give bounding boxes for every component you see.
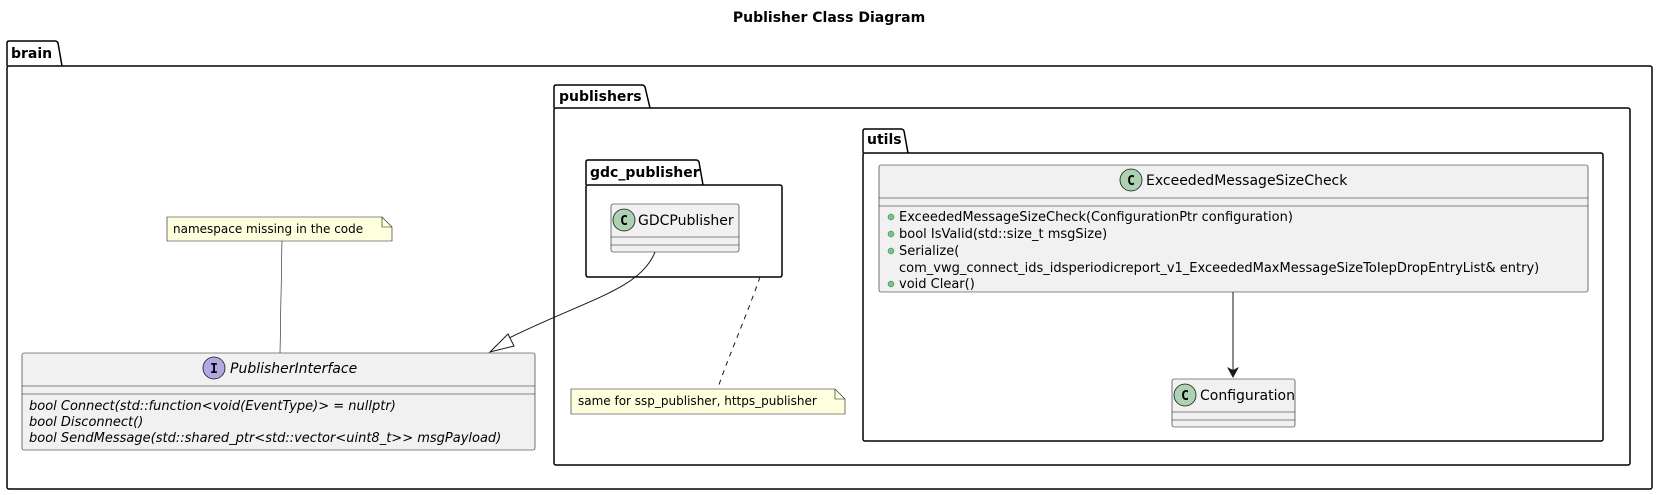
inheritance-edge	[504, 251, 656, 341]
class-stereotype-icon	[1173, 383, 1197, 407]
public-marker-icon	[887, 247, 895, 255]
interface-name: PublisherInterface	[230, 361, 357, 377]
exceeded-method: com_vwg_connect_ids_idsperiodicreport_v1…	[899, 261, 1539, 276]
note-namespace: namespace missing in the code	[166, 216, 393, 242]
class-gdc-publisher: C GDCPublisher	[610, 203, 740, 253]
exceeded-method: void Clear()	[899, 277, 975, 292]
configuration-name: Configuration	[1200, 388, 1295, 404]
public-marker-icon	[887, 230, 895, 238]
interface-method: bool Connect(std::function<void(EventTyp…	[29, 399, 396, 414]
package-brain-label: brain	[11, 46, 52, 62]
interface-method: bool Disconnect()	[29, 415, 143, 430]
dependency-arrowhead	[1227, 367, 1239, 378]
package-utils-label: utils	[867, 132, 902, 148]
package-gdc-publisher: gdc_publisher	[585, 159, 783, 278]
exceeded-method: Serialize(	[899, 244, 959, 259]
class-stereotype-letter: C	[1127, 174, 1135, 189]
interface-method: bool SendMessage(std::shared_ptr<std::ve…	[29, 431, 501, 446]
note-same-for: same for ssp_publisher, https_publisher	[570, 388, 846, 415]
gdc-publisher-name: GDCPublisher	[638, 213, 734, 229]
class-stereotype-icon	[1119, 168, 1143, 192]
class-stereotype-icon	[612, 208, 636, 232]
interface-stereotype-icon	[202, 356, 226, 380]
package-publishers: publishers	[553, 84, 1631, 466]
exceeded-method: bool IsValid(std::size_t msgSize)	[899, 227, 1107, 242]
package-utils: utils	[862, 128, 1604, 442]
exceeded-method: ExceededMessageSizeCheck(ConfigurationPt…	[899, 210, 1293, 225]
public-marker-icon	[887, 280, 895, 288]
package-gdc-publisher-label: gdc_publisher	[590, 165, 700, 181]
class-configuration: C Configuration	[1171, 378, 1296, 428]
interface-stereotype-letter: I	[210, 362, 218, 377]
class-stereotype-letter: C	[1181, 389, 1189, 404]
diagram-title: Publisher Class Diagram	[733, 10, 925, 26]
inheritance-arrowhead	[488, 333, 515, 353]
note-link-namespace	[276, 239, 283, 354]
package-brain: brain	[6, 40, 1653, 490]
public-marker-icon	[887, 213, 895, 221]
package-publishers-label: publishers	[559, 89, 642, 105]
note-link-same-for	[717, 276, 761, 389]
exceeded-class-name: ExceededMessageSizeCheck	[1146, 173, 1348, 189]
class-exceeded-message-size-check: C ExceededMessageSizeCheck ExceededMessa…	[878, 164, 1589, 293]
note-same-for-text: same for ssp_publisher, https_publisher	[578, 394, 817, 408]
class-stereotype-letter: C	[620, 214, 628, 229]
note-namespace-text: namespace missing in the code	[173, 222, 363, 236]
class-publisher-interface: I PublisherInterface bool Connect(std::f…	[21, 352, 536, 451]
